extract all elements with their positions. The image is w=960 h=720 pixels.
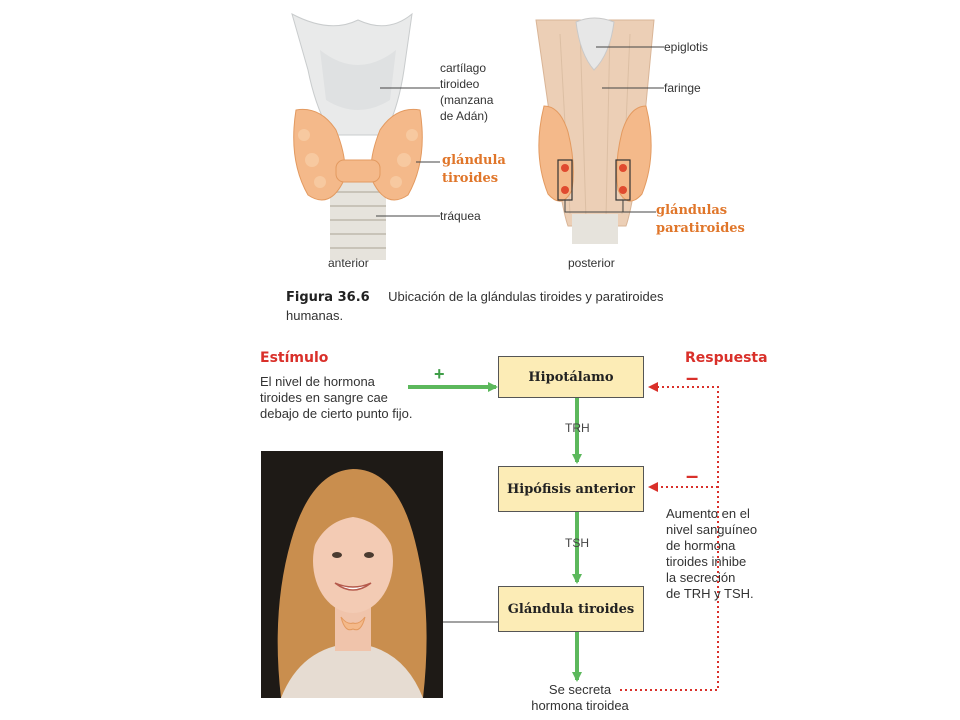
cartilage-label: cartílago tiroideo (manzana de Adán) [440,61,494,123]
tsh-label: TSH [565,536,589,550]
pituitary-box: Hipófisis anterior [498,466,644,512]
response-title: Respuesta [685,350,768,366]
thyroid-gland-label: glándula tiroides [442,153,506,186]
thyroid-box: Glándula tiroides [498,586,644,632]
epiglottis-label: epiglotis [664,40,709,54]
hypothalamus-box: Hipotálamo [498,356,644,398]
pharynx-label: faringe [664,81,701,95]
figure-number: Figura 36.6 [286,290,370,305]
trachea-label: tráquea [440,209,481,223]
posterior-view-caption: posterior [568,256,615,270]
woman-photo [261,451,443,698]
anterior-thyroid-illustration [291,12,440,260]
stimulus-text: El nivel de hormona tiroides en sangre c… [260,374,413,421]
minus-sign-pituitary: – [686,463,699,488]
figure-caption: Figura 36.6 Ubicación de la glándulas ti… [286,288,746,323]
response-text: Aumento en el nivel sanguíneo de hormona… [666,506,758,601]
caption-text-continued: humanas. [286,308,344,323]
parathyroid-glands-label: glándulas paratiroides [656,203,745,236]
posterior-thyroid-illustration [535,17,664,244]
secreted-text: Se secreta hormona tiroidea [531,682,629,713]
trh-label: TRH [565,421,590,435]
stimulus-title: Estímulo [260,350,329,366]
caption-text: Ubicación de la glándulas tiroides y par… [388,289,664,304]
minus-sign-hypothalamus: – [686,365,699,390]
plus-sign: + [434,364,445,384]
anterior-view-caption: anterior [328,256,369,270]
feedback-loop-line [620,382,719,691]
